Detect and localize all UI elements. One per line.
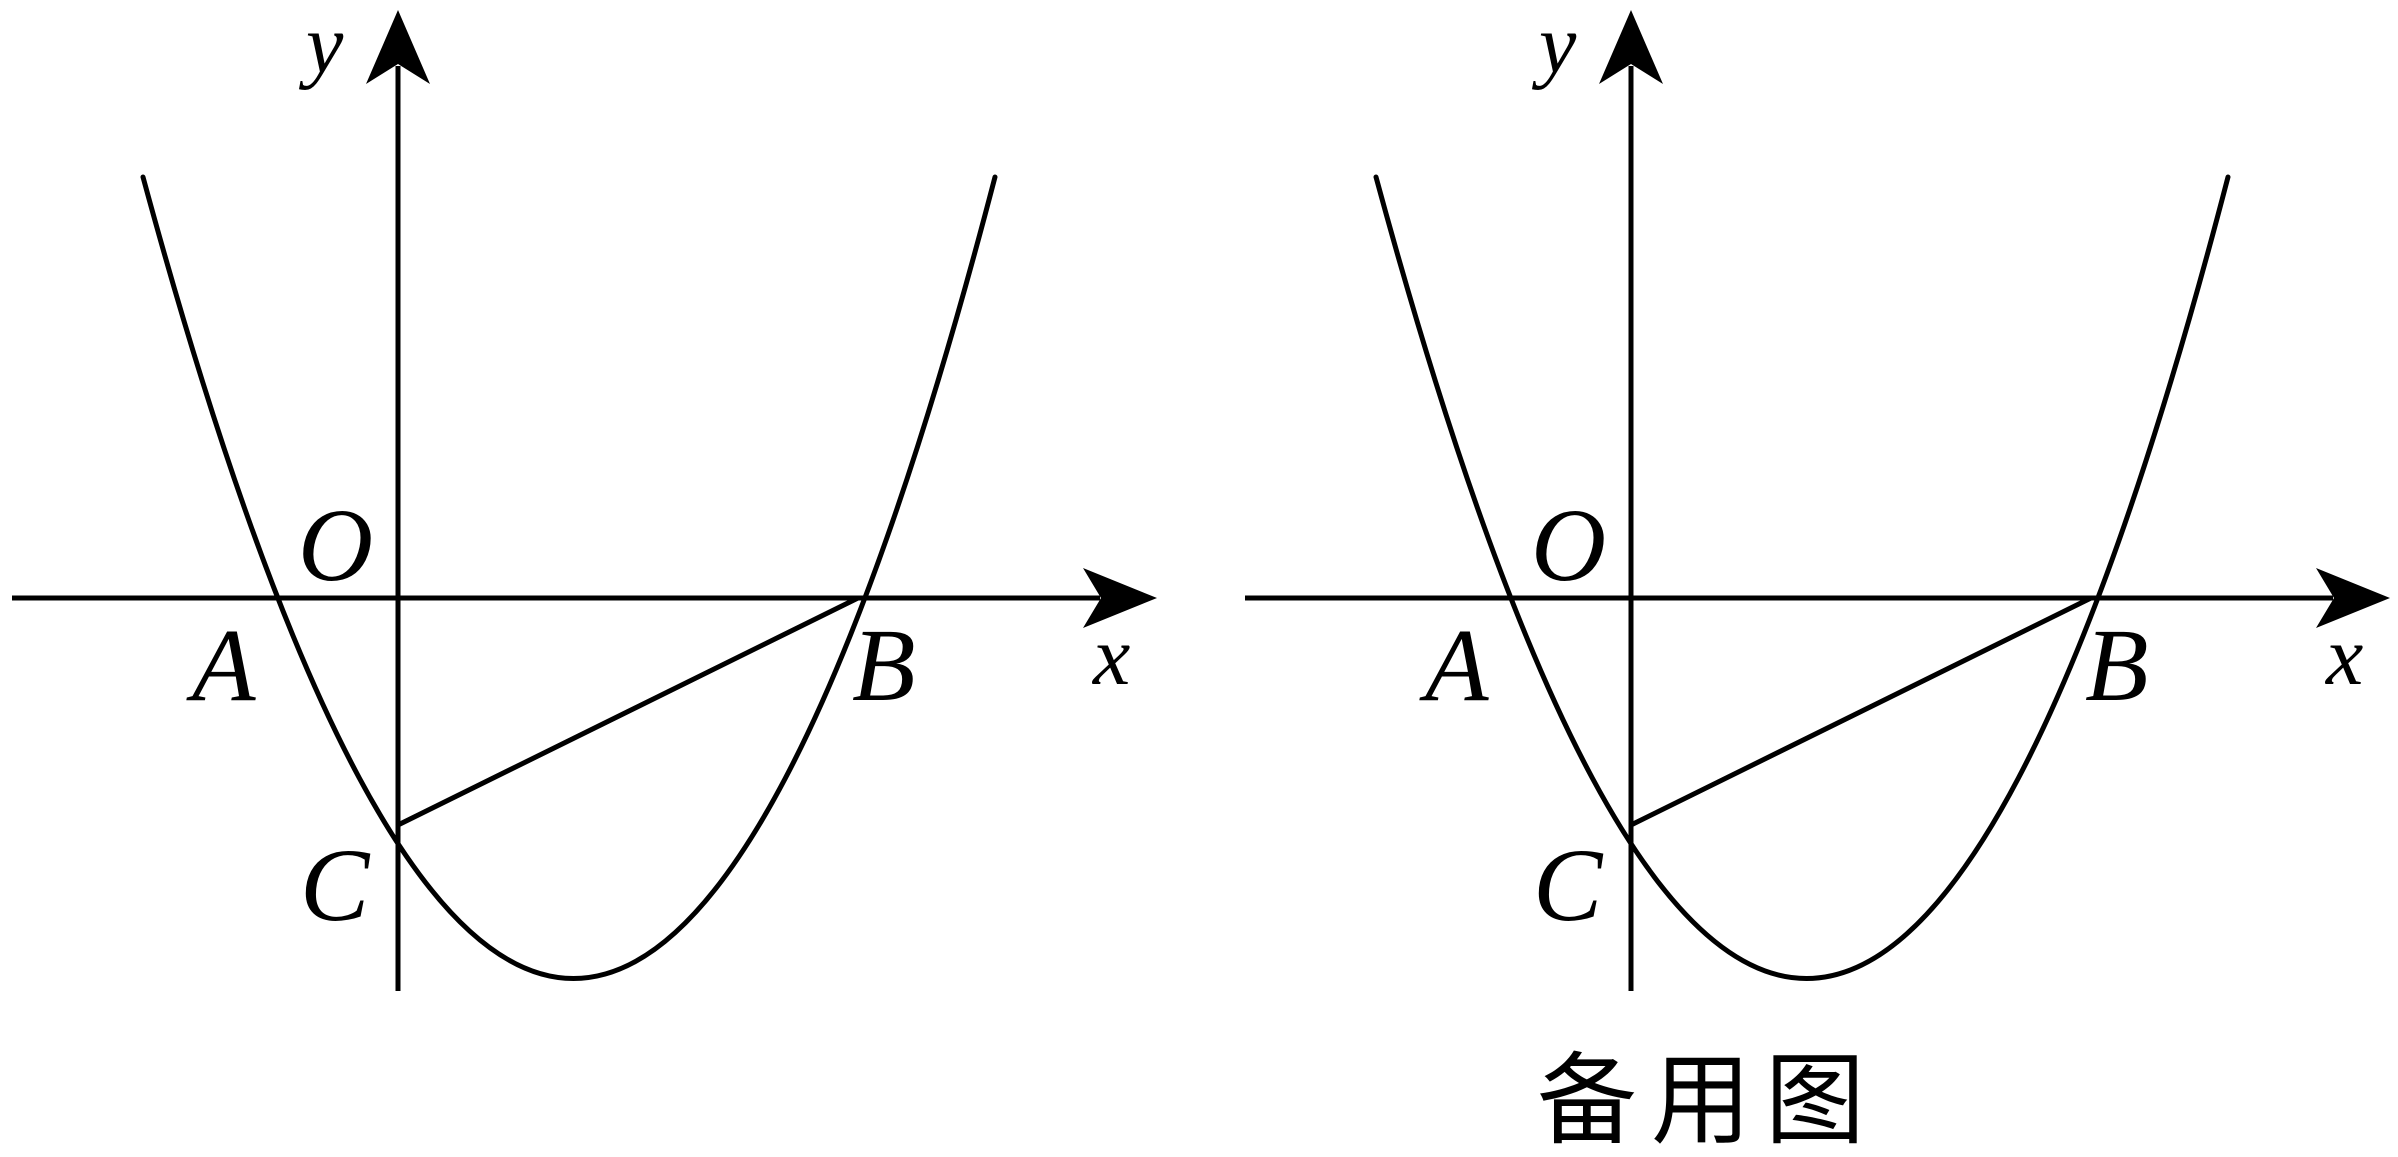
main-diagram: y x O A B C [12, 0, 1157, 991]
backup-diagram: y x O A B C [1245, 0, 2390, 991]
backup-caption: 备用图 [1537, 1042, 1879, 1157]
backup-origin-label: O [1531, 488, 1606, 603]
backup-x-label: x [2324, 610, 2363, 703]
backup-point-a-label: A [1419, 608, 1489, 723]
main-y-label: y [298, 0, 344, 91]
backup-y-label: y [1531, 0, 1577, 91]
main-point-c-label: C [300, 828, 371, 943]
main-point-b-label: B [852, 608, 916, 723]
main-point-a-label: A [186, 608, 256, 723]
main-origin-label: O [298, 488, 373, 603]
backup-point-c-label: C [1533, 828, 1604, 943]
backup-point-b-label: B [2085, 608, 2149, 723]
main-axes-and-curve [12, 10, 1157, 991]
backup-axes-and-curve [1245, 10, 2390, 991]
main-x-label: x [1091, 610, 1130, 703]
